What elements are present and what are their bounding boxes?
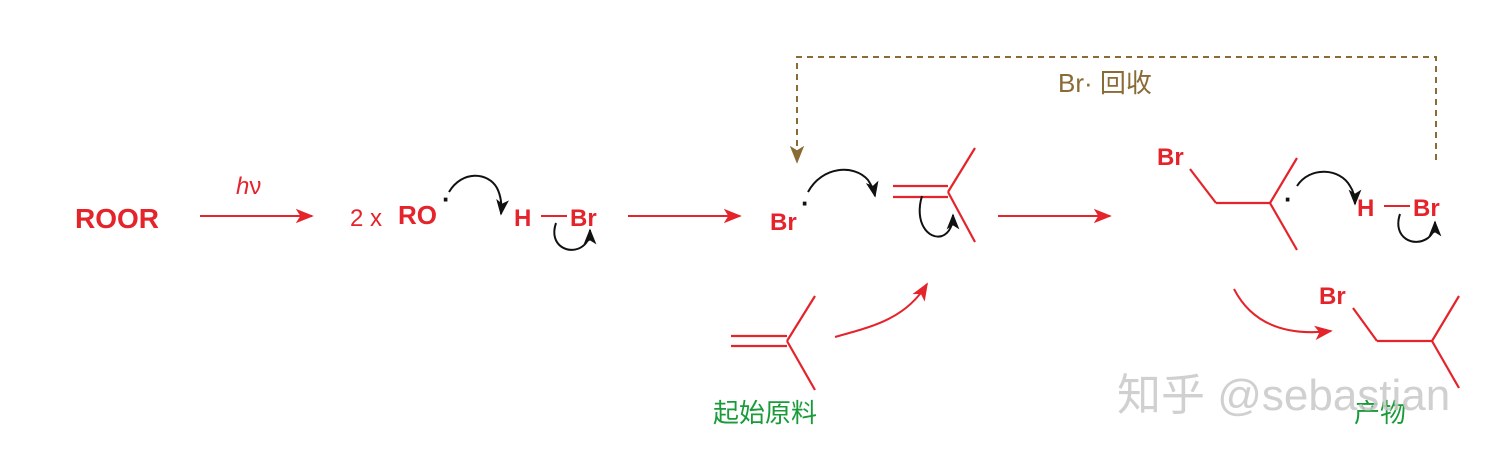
curved-arrow-radical-to-h bbox=[1296, 170, 1362, 206]
br-radical-dot: · bbox=[801, 188, 810, 218]
hv-h: h bbox=[236, 173, 249, 200]
roor-label: ROOR bbox=[75, 203, 159, 234]
product-skeleton bbox=[1352, 295, 1460, 389]
br-label-2: Br bbox=[1413, 195, 1440, 222]
starting-material-label: 起始原料 bbox=[713, 398, 817, 428]
curved-arrow-hbr-1 bbox=[553, 222, 597, 251]
starting-material-alkene bbox=[731, 295, 816, 391]
curved-arrow-br-to-alkene bbox=[807, 168, 879, 198]
br-label-1: Br bbox=[570, 205, 597, 232]
recycle-dashed-arrow bbox=[789, 56, 1437, 164]
product-label: 产物 bbox=[1354, 398, 1406, 428]
arrow-to-product bbox=[1233, 288, 1333, 341]
h-label-1: H bbox=[514, 205, 531, 232]
curved-arrow-ro-to-h bbox=[448, 174, 509, 216]
curved-arrow-pi-bond bbox=[918, 195, 960, 238]
watermark: 知乎 @sebastian bbox=[1117, 371, 1450, 420]
intermediate-radical-skeleton bbox=[1189, 157, 1298, 251]
recycle-label: Br· 回收 bbox=[1058, 68, 1152, 98]
carbon-radical-dot: · bbox=[1284, 184, 1293, 214]
ro-label: RO bbox=[398, 200, 437, 230]
h-label-2: H bbox=[1357, 195, 1374, 222]
light-label: hν bbox=[236, 173, 261, 200]
two-x-label: 2 x bbox=[350, 205, 382, 232]
arrow-starting-material-feed bbox=[834, 282, 928, 338]
br-radical-label: Br bbox=[770, 209, 797, 236]
curved-arrow-hbr-2 bbox=[1397, 213, 1442, 243]
ro-radical-dot: · bbox=[442, 184, 451, 214]
br-product-label: Br bbox=[1319, 283, 1346, 310]
br-top-label: Br bbox=[1157, 144, 1184, 171]
hv-nu: ν bbox=[249, 173, 261, 200]
alkene-reactant bbox=[893, 147, 976, 243]
